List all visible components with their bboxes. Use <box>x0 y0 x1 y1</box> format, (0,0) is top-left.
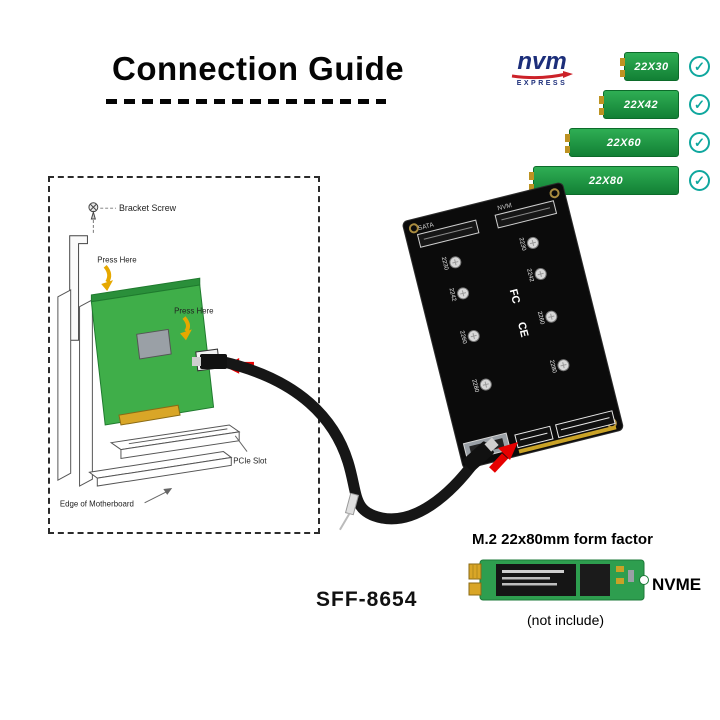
nvme-label: NVME <box>652 575 702 594</box>
gold-edge-fingers <box>118 404 181 426</box>
chip <box>136 328 172 360</box>
nvm-express-logo: nvm EXPRESS <box>504 48 580 87</box>
m2-stick-22x60: 22X60 <box>565 128 679 157</box>
page-title: Connection Guide <box>112 50 405 87</box>
title-underline <box>106 99 386 104</box>
check-icon: ✓ <box>689 94 710 115</box>
m2-ssd-image <box>468 559 649 601</box>
press-here-label-top: Press Here <box>97 255 137 264</box>
check-icon: ✓ <box>689 170 710 191</box>
m2-sockets <box>416 200 558 248</box>
ssd-gold-fingers <box>468 563 482 596</box>
size-row-22x30: 22X30 ✓ <box>470 52 710 81</box>
check-icon: ✓ <box>689 132 710 153</box>
svg-text:2242: 2242 <box>525 268 534 283</box>
adapter-card: SATA NVM <box>402 182 624 469</box>
size-row-22x42: 22X42 ✓ <box>470 90 710 119</box>
motherboard-edge-drawing <box>88 451 233 487</box>
standoff-holes <box>449 236 570 391</box>
press-arrow-mid-icon <box>180 316 192 341</box>
nvme-socket-label: NVM <box>497 202 513 212</box>
ssd-chips <box>496 564 634 596</box>
ssd-mount-notch <box>639 575 649 585</box>
check-icon: ✓ <box>689 56 710 77</box>
pcie-slot-label: PCIe Slot <box>233 456 267 465</box>
press-here-label-mid: Press Here <box>174 307 214 316</box>
m2-size-label: 22X80 <box>588 174 624 187</box>
pcie-card <box>90 277 221 426</box>
motherboard-edge-leader <box>144 490 169 504</box>
svg-text:2242: 2242 <box>448 288 457 303</box>
svg-text:2260: 2260 <box>458 330 467 345</box>
size-row-22x60: 22X60 ✓ <box>470 128 710 157</box>
bracket-screw-icon <box>88 202 99 220</box>
sata-edge-connectors <box>514 410 617 454</box>
cable-label: SFF-8654 <box>316 588 418 611</box>
m2-size-list: 22X30 ✓ 22X42 ✓ 22X60 ✓ 22X80 ✓ <box>470 52 710 195</box>
m2-stick-22x30: 22X30 <box>620 52 679 81</box>
m2-stick-22x42: 22X42 <box>599 90 679 119</box>
m2-size-label: 22X60 <box>606 136 642 149</box>
installation-diagram-art: Bracket Screw Press Here <box>57 202 267 509</box>
nvm-logo-express: EXPRESS <box>516 80 568 87</box>
cable-tie <box>339 492 360 531</box>
sata-socket-label: SATA <box>417 221 435 232</box>
pcie-slot-leader <box>234 435 248 452</box>
svg-text:2230: 2230 <box>517 237 526 252</box>
installation-diagram: Bracket Screw Press Here <box>48 176 320 534</box>
m2-size-label: 22X42 <box>623 98 659 111</box>
case-blank-brackets <box>57 289 93 487</box>
press-arrow-top-icon <box>101 265 114 291</box>
motherboard-edge-label: Edge of Motherboard <box>60 500 134 509</box>
svg-text:2230: 2230 <box>440 256 449 271</box>
pcie-slot-drawing <box>109 424 241 460</box>
motherboard-edge-arrowhead <box>163 488 173 495</box>
ce-mark: CE <box>515 321 530 339</box>
red-arrow-card-icon <box>223 357 254 374</box>
nvm-logo-swoosh-icon <box>511 71 573 80</box>
fcc-mark: FC <box>507 288 522 305</box>
svg-text:2260: 2260 <box>536 311 545 326</box>
m2-stick-22x80: 22X80 <box>529 166 679 195</box>
size-row-22x80: 22X80 ✓ <box>470 166 710 195</box>
m2-size-label: 22X30 <box>634 60 669 73</box>
not-include-note: (not include) <box>527 612 605 628</box>
nvm-logo-text: nvm <box>517 48 567 75</box>
card-cable-connector <box>195 348 221 372</box>
form-factor-label: M.2 22x80mm form factor <box>472 531 653 548</box>
bracket-screw-label: Bracket Screw <box>119 203 177 213</box>
svg-text:2280: 2280 <box>548 359 557 374</box>
